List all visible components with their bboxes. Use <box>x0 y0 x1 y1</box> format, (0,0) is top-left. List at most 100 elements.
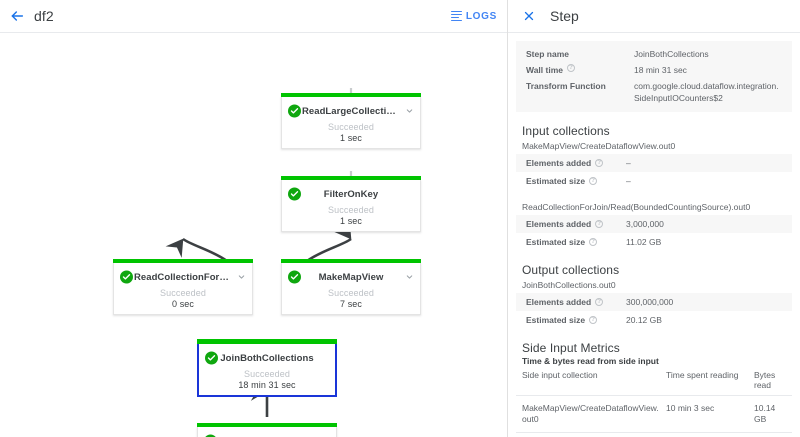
check-circle-icon <box>204 434 217 437</box>
help-icon[interactable]: ? <box>567 64 575 72</box>
check-circle-icon <box>288 270 301 284</box>
summary-row: Step name JoinBothCollections <box>516 46 792 62</box>
metric-row: Elements added ? 3,000,000 <box>516 215 792 233</box>
node-time-label: 18 min 31 sec <box>238 380 296 390</box>
help-icon[interactable]: ? <box>589 177 598 185</box>
metric-key-label: Elements added <box>526 218 592 229</box>
metric-key: Estimated size ? <box>526 176 626 187</box>
chevron-down-icon[interactable] <box>237 273 246 282</box>
graph-node-make-map-view[interactable]: MakeMapView Succeeded 7 sec <box>281 259 421 315</box>
top-toolbar: df2 LOGS <box>0 0 507 33</box>
step-summary-block: Step name JoinBothCollections Wall time … <box>516 41 792 112</box>
metric-row: Estimated size ? 20.12 GB <box>516 311 792 329</box>
execution-graph-canvas[interactable]: ReadLargeCollectionFr… Succeeded 1 sec F… <box>0 33 507 437</box>
summary-key-label: Step name <box>526 49 569 59</box>
table-row: MakeMapView/CreateDataflowView.out0 10 m… <box>516 396 792 433</box>
column-header-collection: Side input collection <box>522 370 598 380</box>
node-header: ReadCollectionForJoin <box>114 267 252 287</box>
check-circle-icon <box>288 104 301 118</box>
node-title: MakeMapView <box>318 271 384 283</box>
help-icon[interactable]: ? <box>595 220 604 228</box>
side-input-metrics-subtitle: Time & bytes read from side input <box>522 356 659 366</box>
summary-key-label: Transform Function <box>526 81 606 91</box>
metric-value: 3,000,000 <box>626 218 664 229</box>
column-header-bytes-read: Bytes read <box>754 370 776 390</box>
check-circle-icon <box>205 351 218 365</box>
metric-row: Elements added ? 300,000,000 <box>516 293 792 311</box>
node-header: FilterOnKey <box>282 184 420 204</box>
side-input-metrics-title: Side Input Metrics <box>522 341 620 355</box>
node-title: ReadLargeCollectionFr… <box>302 105 418 117</box>
node-header: JoinBothCollections <box>199 348 335 368</box>
help-icon[interactable]: ? <box>589 316 598 324</box>
node-status-label: Succeeded <box>328 288 374 298</box>
panel-title: Step <box>550 8 579 24</box>
step-panel-body[interactable]: Step name JoinBothCollections Wall time … <box>508 33 800 437</box>
metric-key: Estimated size ? <box>526 237 626 248</box>
back-arrow-icon[interactable] <box>0 0 34 33</box>
metric-value: 300,000,000 <box>626 296 674 307</box>
metric-key: Estimated size ? <box>526 315 626 326</box>
metric-row: Elements added ? – <box>516 154 792 172</box>
logs-button-label: LOGS <box>465 10 497 22</box>
graph-pane: df2 LOGS <box>0 0 508 437</box>
graph-node-join-both-collections[interactable]: JoinBothCollections Succeeded 18 min 31 … <box>197 339 337 397</box>
metric-key: Elements added ? <box>526 158 626 169</box>
step-panel-header: Step <box>508 0 800 33</box>
metric-key: Elements added ? <box>526 297 626 308</box>
cell-collection: MakeMapView/CreateDataflowView.out0 <box>522 403 659 424</box>
metric-row: Estimated size ? 11.02 GB <box>516 233 792 251</box>
summary-value: 18 min 31 sec <box>634 65 687 75</box>
close-icon[interactable] <box>518 5 540 27</box>
graph-node-read-collection-for-join[interactable]: ReadCollectionForJoin Succeeded 0 sec <box>113 259 253 315</box>
graph-node-read-large-collection[interactable]: ReadLargeCollectionFr… Succeeded 1 sec <box>281 93 421 149</box>
metric-key-label: Estimated size <box>526 314 586 325</box>
check-circle-icon <box>120 270 133 284</box>
help-icon[interactable]: ? <box>589 238 598 246</box>
node-status-label: Succeeded <box>328 122 374 132</box>
metric-key-label: Elements added <box>526 157 592 168</box>
node-status-label: Succeeded <box>244 369 290 379</box>
column-header-time-spent: Time spent reading <box>666 370 739 380</box>
summary-row: Transform Function com.google.cloud.data… <box>516 78 792 106</box>
metric-value: 11.02 GB <box>626 236 662 247</box>
output-collection-metrics: Elements added ? 300,000,000 Estimated s… <box>516 293 792 329</box>
node-status-label: Succeeded <box>160 288 206 298</box>
logs-list-icon <box>450 10 462 22</box>
cell-bytes-read: 10.14 GB <box>754 403 776 424</box>
output-collections-title: Output collections <box>522 263 620 277</box>
graph-node-output-the-joined-collection[interactable]: OutputTheJoinedCollec… Succeeded 18 sec <box>197 423 337 437</box>
node-title: FilterOnKey <box>323 188 379 200</box>
node-header: MakeMapView <box>282 267 420 287</box>
chevron-down-icon[interactable] <box>405 107 414 116</box>
check-circle-icon <box>288 187 301 201</box>
side-input-metrics-table: Side input collection Time spent reading… <box>516 370 792 433</box>
node-header: OutputTheJoinedCollec… <box>198 431 336 437</box>
summary-value: JoinBothCollections <box>634 49 709 59</box>
side-input-table-header: Side input collection Time spent reading… <box>516 370 792 396</box>
node-title: ReadCollectionForJoin <box>134 271 240 283</box>
metric-key-label: Estimated size <box>526 175 586 186</box>
metric-value: 20.12 GB <box>626 314 662 325</box>
job-title: df2 <box>34 8 54 24</box>
help-icon[interactable]: ? <box>595 159 604 167</box>
metric-key-label: Elements added <box>526 296 592 307</box>
graph-node-filter-on-key[interactable]: FilterOnKey Succeeded 1 sec <box>281 176 421 232</box>
input-collection-name: MakeMapView/CreateDataflowView.out0 <box>522 141 676 151</box>
output-collection-name: JoinBothCollections.out0 <box>522 280 616 290</box>
node-status-label: Succeeded <box>328 205 374 215</box>
summary-value: com.google.cloud.dataflow.integration. S… <box>634 81 779 103</box>
node-status-bar <box>281 259 421 263</box>
help-icon[interactable]: ? <box>595 298 604 306</box>
node-time-label: 1 sec <box>339 133 362 143</box>
node-status-bar <box>113 259 253 263</box>
cell-time-spent: 10 min 3 sec <box>666 403 715 413</box>
node-header: ReadLargeCollectionFr… <box>282 101 420 121</box>
chevron-down-icon[interactable] <box>405 273 414 282</box>
input-collection-metrics: Elements added ? 3,000,000 Estimated siz… <box>516 215 792 251</box>
logs-button[interactable]: LOGS <box>447 8 507 25</box>
input-collection-metrics: Elements added ? – Estimated size ? – <box>516 154 792 190</box>
node-time-label: 0 sec <box>171 299 194 309</box>
node-title: JoinBothCollections <box>220 352 314 364</box>
